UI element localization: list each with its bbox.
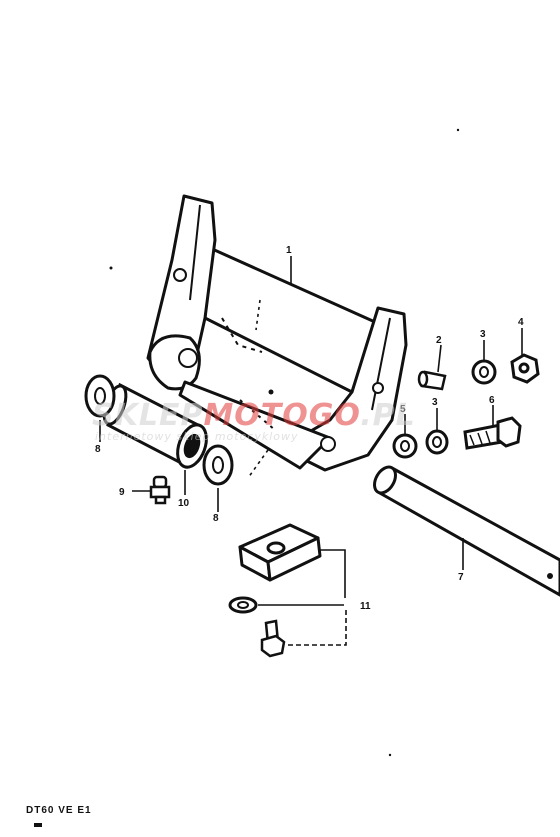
part-3-washer-lower — [425, 429, 449, 455]
part-3-washer-upper — [471, 359, 497, 385]
part-4-nut — [510, 353, 540, 384]
part-7-rod — [373, 465, 560, 597]
callout-9: 9 — [119, 487, 125, 498]
callout-8-right: 8 — [213, 513, 219, 524]
part-10-sleeve — [102, 382, 208, 469]
callout-7: 7 — [458, 572, 464, 583]
leader-lines — [99, 256, 523, 646]
callout-10: 10 — [178, 498, 190, 509]
part-2-pin — [417, 370, 447, 391]
scan-specks — [34, 128, 460, 827]
callout-4: 4 — [518, 317, 524, 328]
callout-5: 5 — [400, 404, 406, 415]
callout-1: 1 — [286, 245, 292, 256]
part-9-grease-nipple — [149, 475, 171, 505]
watermark-brand-part1: SKLEP — [92, 398, 203, 433]
part-8-washer-left — [84, 374, 116, 418]
callout-6: 6 — [489, 395, 495, 406]
callout-3-lower: 3 — [432, 397, 438, 408]
part-1-details — [173, 204, 391, 452]
callout-3-upper: 3 — [480, 329, 486, 340]
callouts: 1 2 3 4 5 6 3 8 8 9 10 7 11 — [95, 245, 524, 612]
callout-11: 11 — [360, 601, 371, 612]
part-5-washer — [392, 433, 418, 459]
part-11-washer — [228, 596, 258, 614]
watermark-brand-part3: GO — [309, 398, 360, 433]
part-6-bolt — [463, 416, 522, 450]
watermark-tagline: internetowy sklep motocyklowy — [95, 430, 299, 443]
callout-8-left: 8 — [95, 444, 101, 455]
callout-2: 2 — [436, 335, 442, 346]
watermark-brand-part2: MOTO — [203, 398, 308, 433]
part-11-bolt — [260, 619, 286, 658]
svg-text:SKLEPMOTOGO.PL: SKLEPMOTOGO.PL — [92, 398, 416, 433]
watermark-brand-part4: .PL — [360, 398, 416, 433]
watermark: SKLEPMOTOGO.PL internetowy sklep motocyk… — [92, 398, 416, 443]
model-code-label: DT60 VE E1 — [26, 805, 92, 816]
part-8-washer-right — [202, 444, 234, 486]
part-11-block — [238, 523, 322, 582]
